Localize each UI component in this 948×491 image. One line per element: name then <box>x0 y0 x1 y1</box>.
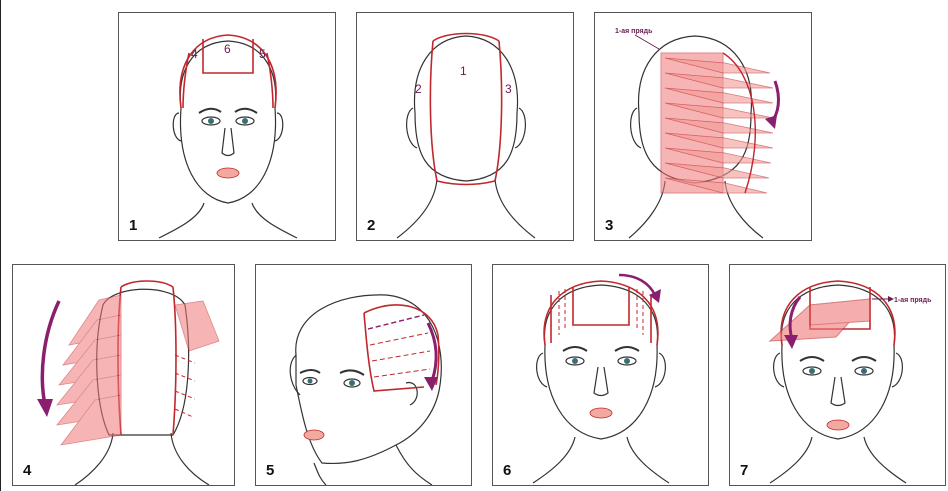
front-head-side-sections-illustration <box>493 265 709 486</box>
strand-note: 1-ая прядь <box>615 28 653 35</box>
step-3-panel: 1-ая прядь 3 <box>594 12 812 241</box>
step-number: 5 <box>266 462 274 479</box>
zone-label-1: 1 <box>460 64 467 78</box>
step-1-panel: 4 6 5 1 <box>118 12 336 241</box>
front-head-top-strand-illustration: 1-ая прядь <box>730 265 946 486</box>
back-head-strands-illustration: 1-ая прядь <box>595 13 812 241</box>
zone-label-6: 6 <box>224 42 231 56</box>
left-edge-line <box>0 0 1 491</box>
step-4-panel: 4 <box>12 264 235 486</box>
step-number: 3 <box>605 217 613 234</box>
step-6-panel: 6 <box>492 264 709 486</box>
zone-label-2: 2 <box>415 82 422 96</box>
zone-label-5: 5 <box>259 47 266 61</box>
step-2-panel: 1 2 3 2 <box>356 12 574 241</box>
step-number: 7 <box>740 462 748 479</box>
profile-head-illustration <box>256 265 472 486</box>
step-number: 1 <box>129 217 137 234</box>
direction-arrow <box>42 301 59 405</box>
back-head-side-strands-illustration <box>13 265 235 486</box>
step-number: 6 <box>503 462 511 479</box>
strand-note: 1-ая прядь <box>894 297 932 304</box>
step-number: 4 <box>23 462 31 479</box>
step-7-panel: 1-ая прядь 7 <box>729 264 946 486</box>
zone-label-3: 3 <box>505 82 512 96</box>
step-5-panel: 5 <box>255 264 472 486</box>
back-head-zones-illustration: 1 2 3 <box>357 13 574 241</box>
strand-stack <box>661 53 773 193</box>
front-head-zones-illustration: 4 6 5 <box>119 13 336 241</box>
step-number: 2 <box>367 217 375 234</box>
zone-label-4: 4 <box>191 47 198 61</box>
